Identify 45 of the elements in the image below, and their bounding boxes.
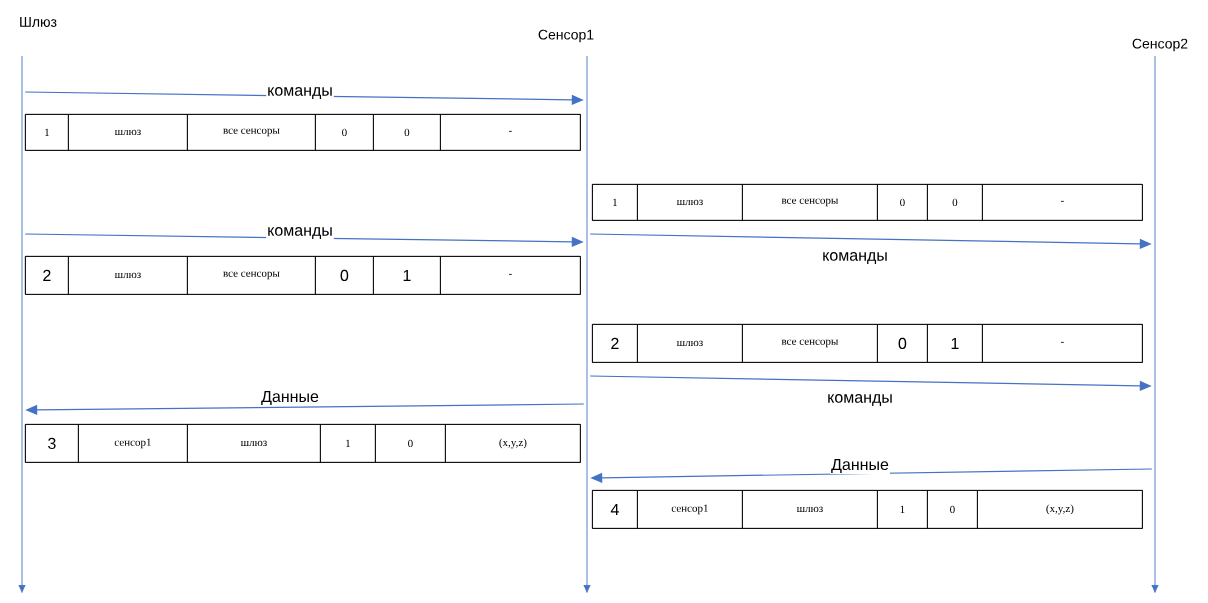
- edge-label: Данные: [260, 389, 320, 407]
- node-label: Шлюз: [20, 17, 57, 27]
- table-cell: 1: [877, 490, 928, 529]
- table-cell: 1: [592, 184, 638, 221]
- table-cell: 4: [592, 490, 638, 529]
- edge-label: команды: [266, 226, 334, 240]
- edge-label: команды: [821, 251, 889, 265]
- table-cell: все сенсоры: [187, 114, 316, 151]
- table-cell: шлюз: [187, 424, 321, 463]
- table-cell: 1: [927, 324, 983, 363]
- table-cell: сенсор1: [78, 424, 188, 463]
- table-cell: все сенсоры: [742, 324, 878, 363]
- table-cell: шлюз: [742, 490, 878, 529]
- table-cell: 0: [877, 184, 928, 221]
- edge-label: команды: [266, 86, 334, 100]
- table-cell: (x,y,z): [977, 490, 1143, 529]
- table-cell: 0: [375, 424, 446, 463]
- table-cell: шлюз: [637, 184, 743, 221]
- table-cell: 0: [927, 184, 983, 221]
- table-cell: (x,y,z): [445, 424, 581, 463]
- edge-label: Данные: [830, 457, 890, 475]
- table-cell: все сенсоры: [187, 256, 316, 295]
- table-cell: -: [982, 184, 1143, 221]
- table-cell: 2: [25, 256, 69, 295]
- table-cell: 3: [25, 424, 79, 463]
- table-cell: шлюз: [68, 114, 188, 151]
- table-cell: 0: [927, 490, 978, 529]
- table-cell: шлюз: [68, 256, 188, 295]
- table-cell: -: [982, 324, 1143, 363]
- table-cell: 0: [315, 114, 374, 151]
- table-cell: 0: [877, 324, 928, 363]
- table-cell: -: [440, 114, 581, 151]
- node-label: Сенсор1: [538, 29, 594, 43]
- edge-label: команды: [826, 393, 894, 407]
- table-cell: 1: [373, 256, 441, 295]
- table-cell: 1: [25, 114, 69, 151]
- table-cell: 1: [320, 424, 376, 463]
- table-cell: все сенсоры: [742, 184, 878, 221]
- table-cell: 2: [592, 324, 638, 363]
- node-label: Сенсор2: [1132, 38, 1188, 52]
- table-cell: шлюз: [637, 324, 743, 363]
- table-cell: -: [440, 256, 581, 295]
- table-cell: сенсор1: [637, 490, 743, 529]
- table-cell: 0: [373, 114, 441, 151]
- table-cell: 0: [315, 256, 374, 295]
